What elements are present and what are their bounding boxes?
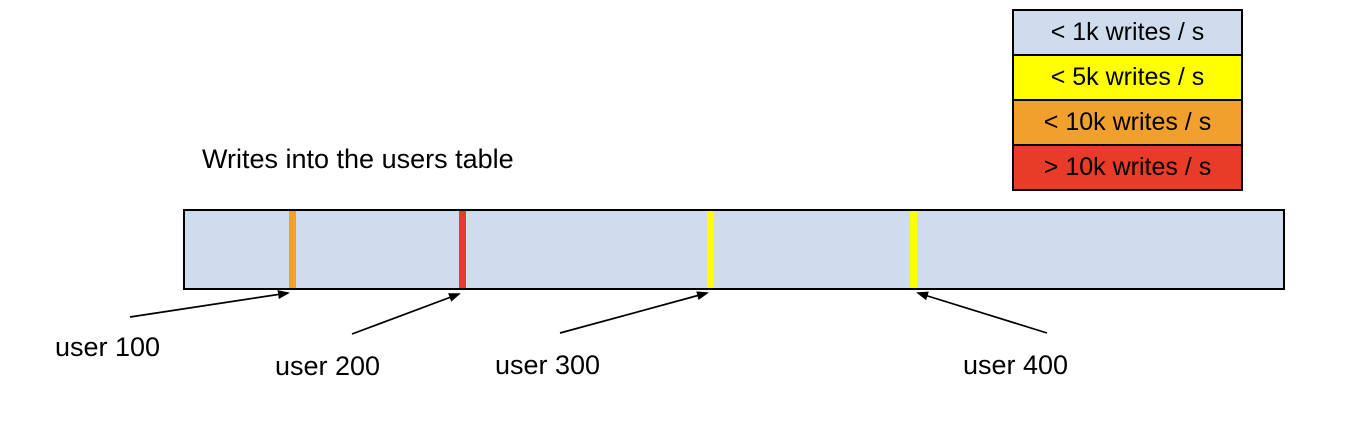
hotspot-stripe-user-200 xyxy=(459,211,466,288)
label-user-300: user 300 xyxy=(495,350,601,380)
legend-item--1k-writes-s: < 1k writes / s xyxy=(1012,9,1243,56)
label-user-400: user 400 xyxy=(963,350,1069,380)
legend-item--10k-writes-s: < 10k writes / s xyxy=(1012,99,1243,146)
label-user-100: user 100 xyxy=(55,332,161,362)
hotspot-stripe-user-100 xyxy=(289,211,296,288)
legend-item-label: < 5k writes / s xyxy=(1050,63,1205,91)
write-rate-legend: < 1k writes / s < 5k writes / s < 10k writ… xyxy=(1012,9,1243,191)
arrow-user-200 xyxy=(351,293,461,335)
legend-item-label: < 10k writes / s xyxy=(1043,108,1212,136)
diagram-title: Writes into the users table xyxy=(202,144,514,174)
legend-item--10k-writes-s: > 10k writes / s xyxy=(1012,144,1243,191)
arrow-user-300 xyxy=(559,291,709,334)
legend-item-label: > 10k writes / s xyxy=(1043,153,1212,181)
arrow-user-100 xyxy=(129,290,290,318)
hotspot-stripe-user-300 xyxy=(707,211,714,288)
label-user-200: user 200 xyxy=(275,351,381,381)
users-table-bar xyxy=(183,209,1285,290)
legend-item-label: < 1k writes / s xyxy=(1050,18,1205,46)
legend-item--5k-writes-s: < 5k writes / s xyxy=(1012,54,1243,101)
arrow-user-400 xyxy=(916,291,1048,334)
hotspot-stripe-user-400 xyxy=(910,211,917,288)
